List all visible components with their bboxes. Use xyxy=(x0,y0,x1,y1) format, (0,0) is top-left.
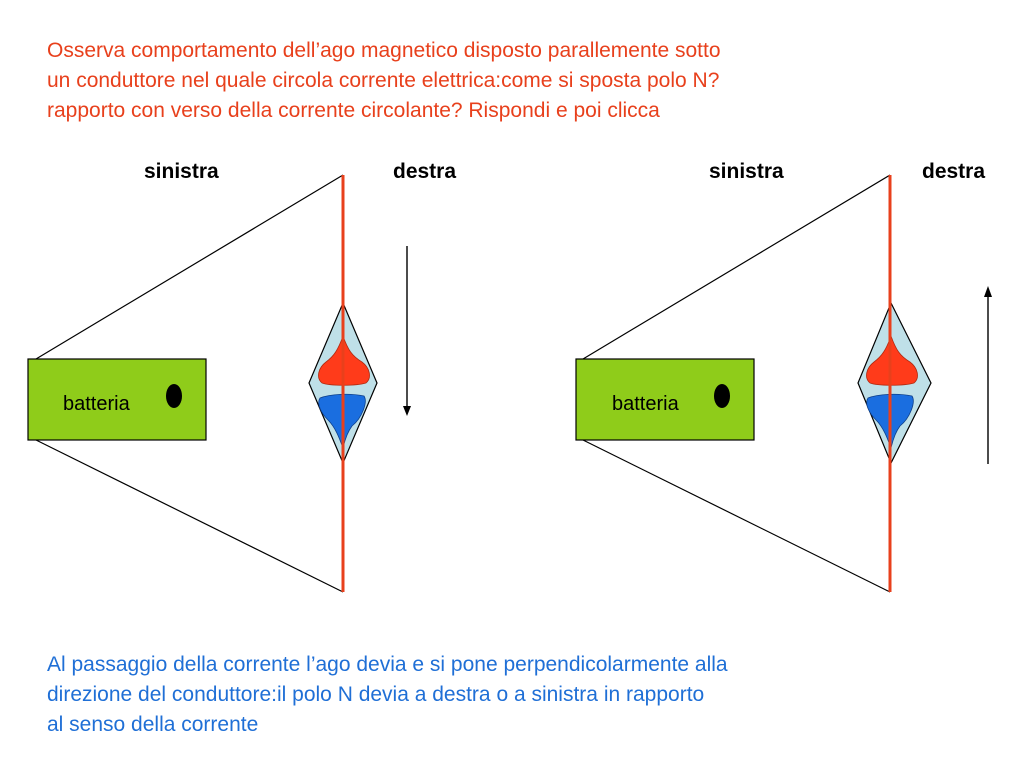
battery-terminal xyxy=(166,384,182,408)
answer-line: al senso della corrente xyxy=(47,713,259,736)
right-side-label: destra xyxy=(922,160,986,183)
wire-bottom xyxy=(35,439,344,593)
left-side-label: sinistra xyxy=(144,160,219,183)
left-side-label: sinistra xyxy=(709,160,784,183)
battery-terminal xyxy=(714,384,730,408)
right-side-label: destra xyxy=(393,160,457,183)
arrow-head-up xyxy=(984,286,992,297)
arrow-head-down xyxy=(403,406,411,416)
question-line: rapporto con verso della corrente circol… xyxy=(47,99,660,122)
wire-top xyxy=(35,174,344,360)
battery-label: batteria xyxy=(612,393,679,415)
question-text: Osserva comportamento dell’ago magnetico… xyxy=(47,36,1007,126)
battery-label: batteria xyxy=(63,393,130,415)
circuit-panel-2 xyxy=(575,174,992,593)
circuit-panel-1 xyxy=(27,174,411,593)
answer-line: direzione del conduttore:il polo N devia… xyxy=(47,683,705,706)
question-line: un conduttore nel quale circola corrente… xyxy=(47,69,720,92)
wire-top xyxy=(582,174,891,360)
wire-bottom xyxy=(582,439,891,593)
answer-line: Al passaggio della corrente l’ago devia … xyxy=(47,653,728,676)
answer-text: Al passaggio della corrente l’ago devia … xyxy=(47,650,1007,740)
question-line: Osserva comportamento dell’ago magnetico… xyxy=(47,39,721,62)
